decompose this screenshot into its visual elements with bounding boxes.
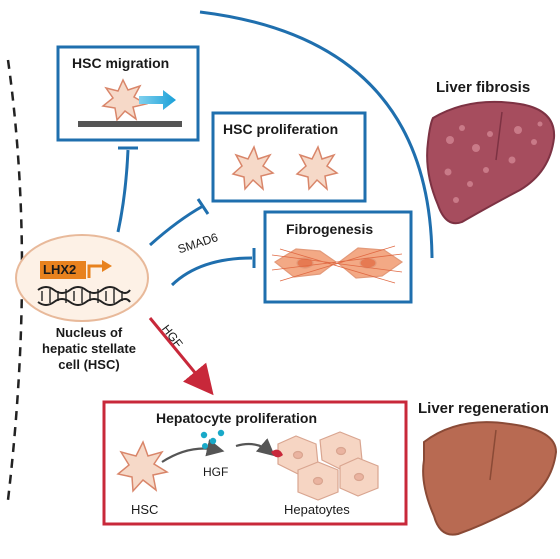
hsc-migration-title: HSC migration	[72, 55, 170, 71]
binding-arrow	[235, 438, 276, 457]
fibrogenesis-title: Fibrogenesis	[286, 221, 374, 237]
hgf-arrow	[148, 317, 214, 396]
secretion-arrow	[161, 439, 225, 463]
hepatocytes-label: Hepatoytes	[284, 502, 350, 517]
proliferating-cell-icon-2	[295, 145, 339, 191]
liver-regeneration-icon	[422, 421, 558, 536]
migrating-cell-icon	[101, 78, 149, 122]
lhx2-gene-label: LHX2	[43, 262, 77, 277]
liver-regeneration-title: Liver regeneration	[418, 400, 549, 417]
hepatocyte-proliferation-title: Hepatocyte proliferation	[156, 410, 318, 426]
receptor-icon	[271, 449, 283, 458]
promoter-arrow-icon	[87, 264, 103, 278]
fibrotic-cells-icon	[271, 245, 404, 284]
nucleus-caption-line-1: Nucleus of	[55, 325, 123, 340]
nucleus-caption: Nucleus of hepatic stellate cell (HSC)	[30, 325, 148, 373]
nucleus-caption-line-2: hepatic stellate	[42, 341, 136, 356]
nucleus-caption-line-3: cell (HSC)	[58, 357, 120, 372]
inhibition-edges	[116, 146, 256, 287]
hgf-molecule-label: HGF	[203, 465, 229, 479]
promoter-arrowhead-icon	[102, 260, 112, 272]
hepatocytes-icon	[277, 431, 379, 501]
substrate-bar	[78, 121, 182, 127]
liver-fibrosis-title: Liver fibrosis	[436, 79, 531, 96]
hgf-molecules-icon	[200, 429, 225, 449]
proliferating-cell-icon-1	[231, 145, 275, 191]
dna-icon	[37, 286, 131, 306]
hsc-cell-icon	[116, 440, 169, 493]
hsc-proliferation-title: HSC proliferation	[223, 121, 339, 137]
liver-fibrosis-icon	[426, 100, 556, 225]
hsc-label: HSC	[131, 502, 159, 517]
fibrosis-arc	[199, 10, 434, 259]
migration-arrow-icon	[139, 90, 176, 110]
lhx2-gene-box	[40, 261, 86, 279]
